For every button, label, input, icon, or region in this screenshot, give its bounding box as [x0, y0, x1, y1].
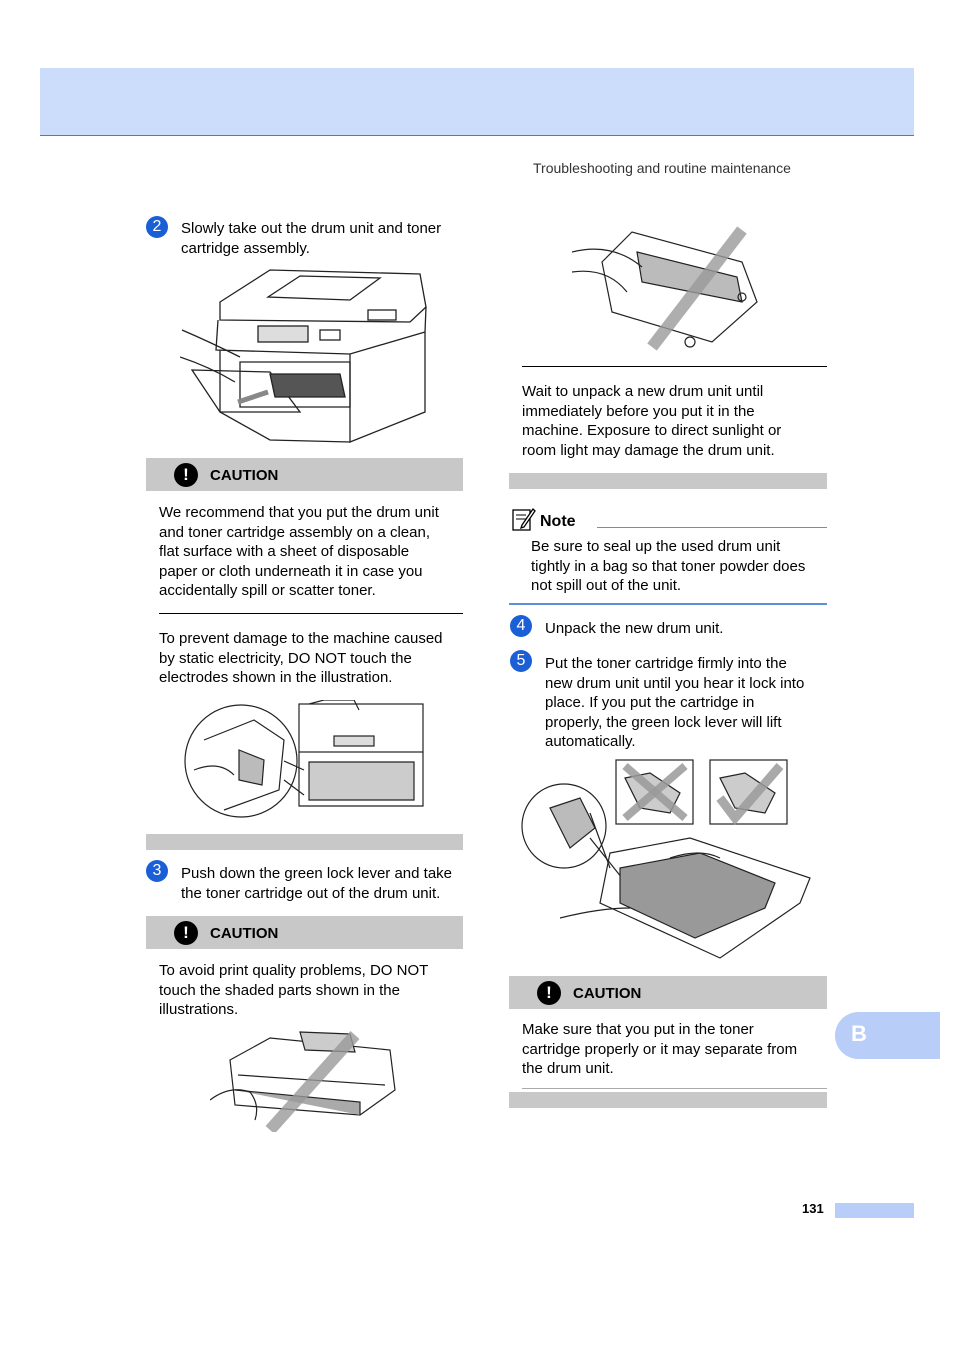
caution-label: CAUTION — [210, 925, 279, 942]
text-line: electrodes shown in the illustration. — [159, 669, 393, 686]
caution-1-paragraph-1: We recommend that you put the drum unit … — [159, 503, 439, 601]
caution-bar-1: ! CAUTION — [146, 458, 463, 491]
step-3-badge: 3 — [146, 860, 168, 882]
text-line: accidentally spill or scatter toner. — [159, 582, 376, 599]
page-number: 131 — [802, 1201, 824, 1216]
caution-bar-3: ! CAUTION — [509, 976, 827, 1009]
text-line: cartridge properly or it may separate fr… — [522, 1040, 798, 1058]
separator-rule — [522, 1088, 827, 1089]
illustration-remove-drum-unit — [180, 269, 427, 443]
text-line: Be sure to seal up the used drum unit — [531, 538, 781, 555]
note-title-rule — [597, 527, 827, 528]
caution-3-paragraph: Make sure that you put in the toner cart… — [522, 1020, 797, 1079]
step-5-line: Put the toner cartridge firmly into the — [545, 655, 787, 672]
text-line: Make sure that you put in the toner — [522, 1021, 754, 1038]
caution-label: CAUTION — [573, 985, 642, 1002]
note-bottom-rule — [509, 603, 827, 605]
step-5-line: automatically. — [545, 733, 636, 750]
caution-label: CAUTION — [210, 467, 279, 484]
text-line: machine. Exposure to direct sunlight or — [522, 422, 782, 439]
step-2-line: cartridge assembly. — [181, 239, 310, 257]
text-line: Wait to unpack a new drum unit until — [522, 383, 764, 400]
text-line: room light may damage the drum unit. — [522, 441, 775, 459]
illustration-drum-do-not-touch — [572, 226, 758, 351]
caution-end-bar-1 — [146, 834, 463, 850]
illustration-insert-toner — [521, 759, 811, 959]
text-line: paper or cloth underneath it in case you — [159, 562, 423, 580]
separator-rule — [159, 613, 463, 614]
step-4-badge: 4 — [510, 615, 532, 637]
text-line: We recommend that you put the drum unit — [159, 504, 439, 521]
note-paragraph: Be sure to seal up the used drum unit ti… — [531, 537, 805, 596]
step-2-line: Slowly take out the drum unit and toner — [181, 220, 442, 237]
caution-end-bar-3 — [509, 1092, 827, 1108]
caution-end-bar-right — [509, 473, 827, 489]
text-line: flat surface with a sheet of disposable — [159, 543, 410, 560]
text-line: by static electricity, DO NOT touch the — [159, 649, 412, 667]
text-line: touch the shaded parts shown in the — [159, 981, 400, 999]
text-line: To avoid print quality problems, DO NOT — [159, 962, 429, 979]
page-number-bar — [835, 1203, 914, 1218]
text-line: and toner cartridge assembly on a clean, — [159, 523, 430, 541]
chapter-tab: B — [835, 1012, 940, 1059]
text-line: To prevent damage to the machine caused — [159, 630, 443, 647]
step-3-line: Push down the green lock lever and take — [181, 865, 453, 882]
step-2-text: Slowly take out the drum unit and toner … — [181, 219, 441, 258]
step-5-line: place. If you put the cartridge in — [545, 694, 755, 711]
note-title: Note — [540, 513, 576, 530]
step-5-line: properly, the green lock lever will lift — [545, 713, 782, 731]
exclamation-icon: ! — [174, 463, 198, 487]
separator-rule — [522, 366, 827, 367]
note-pencil-icon — [512, 507, 536, 531]
caution-1-paragraph-2: To prevent damage to the machine caused … — [159, 629, 443, 688]
exclamation-icon: ! — [174, 921, 198, 945]
illustration-toner-do-not-touch — [210, 1030, 396, 1132]
caution-2-paragraph: To avoid print quality problems, DO NOT … — [159, 961, 428, 1020]
step-4-text: Unpack the new drum unit. — [545, 620, 724, 637]
step-2-badge: 2 — [146, 216, 168, 238]
step-5-text: Put the toner cartridge firmly into the … — [545, 654, 804, 752]
caution-bar-2: ! CAUTION — [146, 916, 463, 949]
text-line: immediately before you put it in the — [522, 402, 755, 420]
text-line: tightly in a bag so that toner powder do… — [531, 557, 806, 575]
chapter-tab-letter: B — [851, 1021, 867, 1046]
step-5-line: new drum unit until you hear it lock int… — [545, 674, 805, 692]
header-band — [40, 68, 914, 136]
running-head: Troubleshooting and routine maintenance — [533, 160, 791, 176]
text-line: not spill out of the unit. — [531, 577, 682, 594]
step-3-text: Push down the green lock lever and take … — [181, 864, 452, 903]
illustration-electrodes — [184, 700, 424, 818]
caution-continued-paragraph: Wait to unpack a new drum unit until imm… — [522, 382, 781, 460]
text-line: the drum unit. — [522, 1060, 614, 1077]
exclamation-icon: ! — [537, 981, 561, 1005]
step-5-badge: 5 — [510, 650, 532, 672]
step-3-line: the toner cartridge out of the drum unit… — [181, 884, 441, 902]
text-line: illustrations. — [159, 1001, 239, 1018]
